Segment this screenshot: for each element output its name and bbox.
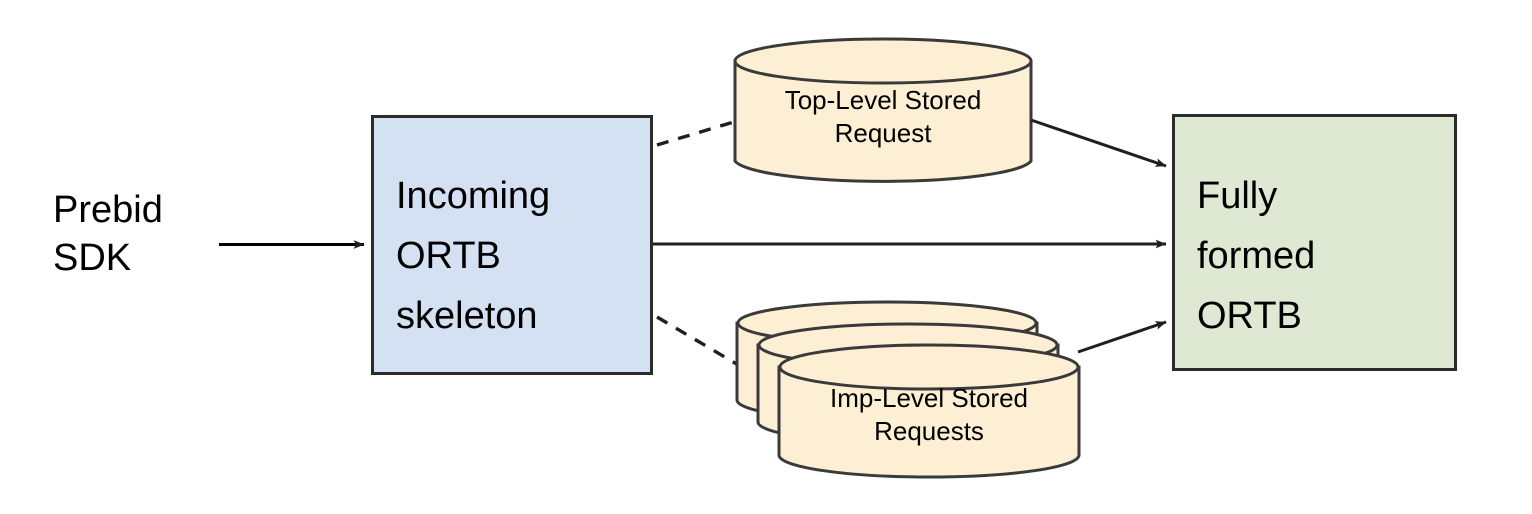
edge-incoming-to-top-level-store (656, 119, 738, 147)
edge-imp-level-store-to-output (1077, 320, 1167, 354)
node-fully-formed-ortb[interactable] (1172, 114, 1457, 371)
edge-incoming-to-imp-level-store (656, 315, 741, 368)
node-imp-level-stored-requests[interactable] (735, 300, 1081, 479)
edge-top-level-store-to-output (1030, 118, 1167, 168)
node-top-level-stored-request[interactable] (733, 37, 1033, 183)
node-incoming-ortb-skeleton[interactable] (371, 115, 653, 375)
